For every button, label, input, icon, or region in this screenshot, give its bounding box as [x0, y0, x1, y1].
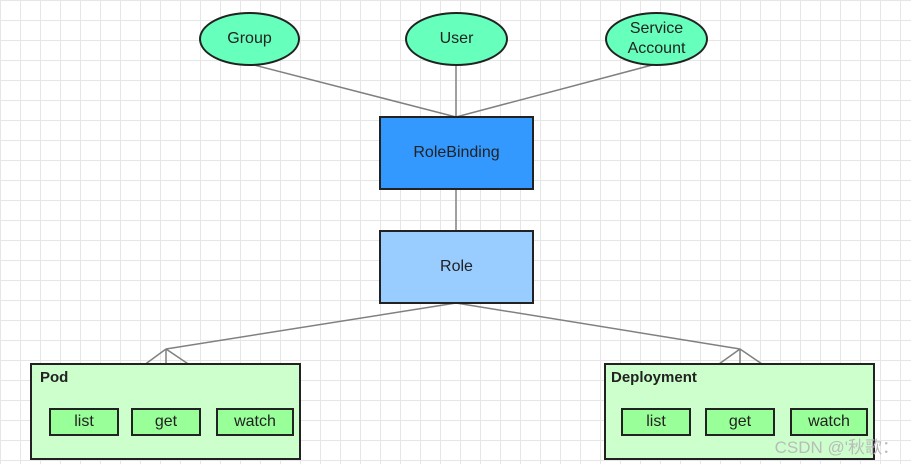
watermark: CSDN @'秋歌： — [774, 438, 899, 457]
pod-title: Pod — [40, 369, 69, 386]
edge-serviceaccount-rolebinding — [455, 63, 657, 118]
deployment-verb-watch: watch — [790, 408, 868, 436]
deployment-title: Deployment — [611, 369, 697, 386]
verb-label: list — [646, 413, 666, 430]
role-label: Role — [440, 258, 473, 275]
deployment-verb-get: get — [705, 408, 775, 436]
rolebinding-node: RoleBinding — [379, 116, 534, 190]
edge-role-deployment — [455, 302, 741, 350]
pod-verb-get: get — [131, 408, 201, 436]
verb-label: get — [728, 413, 752, 430]
edge-role-pod — [165, 302, 457, 350]
rolebinding-label: RoleBinding — [413, 144, 500, 161]
role-node: Role — [379, 230, 534, 304]
user-node: User — [405, 12, 508, 66]
service-account-label: Service Account — [627, 20, 686, 57]
pod-verb-list: list — [49, 408, 119, 436]
user-label: User — [439, 30, 474, 47]
verb-label: watch — [234, 413, 276, 430]
group-node: Group — [199, 12, 300, 66]
verb-label: get — [154, 413, 178, 430]
verb-label: watch — [808, 413, 850, 430]
deployment-verb-list: list — [621, 408, 691, 436]
service-account-node: Service Account — [605, 12, 708, 66]
edge-group-rolebinding — [249, 63, 457, 118]
pod-verb-watch: watch — [216, 408, 294, 436]
group-label: Group — [227, 30, 272, 47]
verb-label: list — [74, 413, 94, 430]
